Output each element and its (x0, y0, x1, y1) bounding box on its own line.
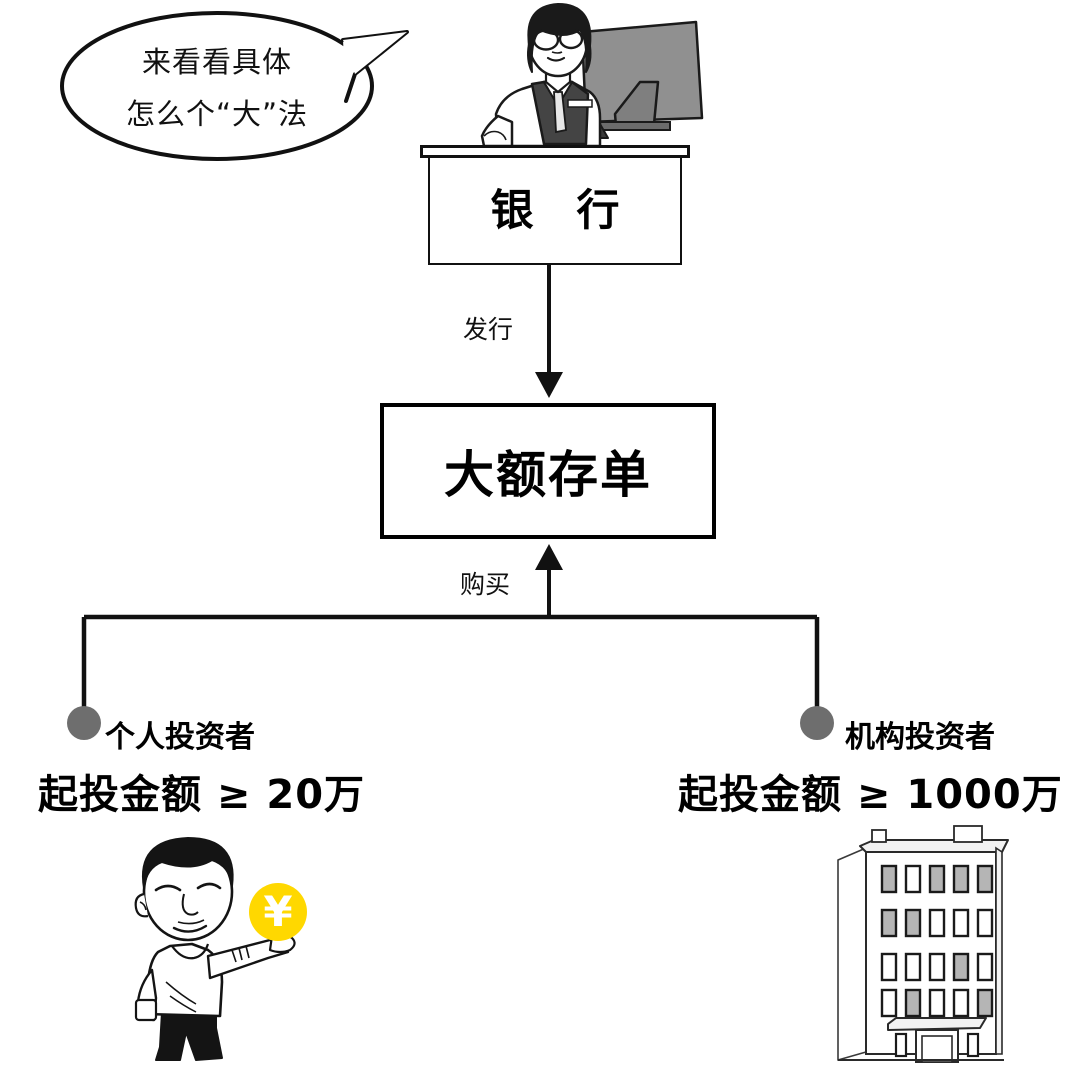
computer-monitor-icon (580, 20, 704, 131)
individual-person-illustration: ¥ (134, 837, 307, 1061)
individual-investor-title: 个人投资者 (105, 720, 255, 755)
issue-arrowhead (535, 372, 563, 398)
bank-counter-body (428, 158, 682, 265)
product-box: 大额存单 (380, 403, 716, 539)
svg-text:¥: ¥ (263, 887, 292, 936)
bullet-dot-institution (800, 706, 834, 740)
speech-bubble-line-2: 怎么个“大”法 (125, 97, 309, 131)
bank-label: 银 行 (490, 186, 634, 236)
bank-teller-illustration (480, 3, 704, 148)
yen-coin-icon: ¥ (249, 883, 307, 941)
product-box-label: 大额存单 (444, 446, 652, 504)
individual-investor-amount: 起投金额 ≥ 20万 (38, 772, 366, 818)
speech-bubble-line-1: 来看看具体 (141, 45, 292, 79)
bank-counter-top (420, 145, 690, 158)
buy-arrowhead (535, 544, 563, 570)
institutional-investor-title: 机构投资者 (845, 720, 995, 755)
speech-bubble: 来看看具体 怎么个“大”法 (52, 6, 412, 166)
issue-label: 发行 (463, 315, 514, 344)
speech-bubble-text: 来看看具体 怎么个“大”法 (52, 36, 382, 140)
bullet-dot-individual (67, 706, 101, 740)
buy-label: 购买 (460, 570, 511, 599)
office-building-illustration (837, 825, 1009, 1063)
speech-bubble-shape (60, 11, 409, 161)
institutional-investor-amount: 起投金额 ≥ 1000万 (678, 772, 1063, 818)
